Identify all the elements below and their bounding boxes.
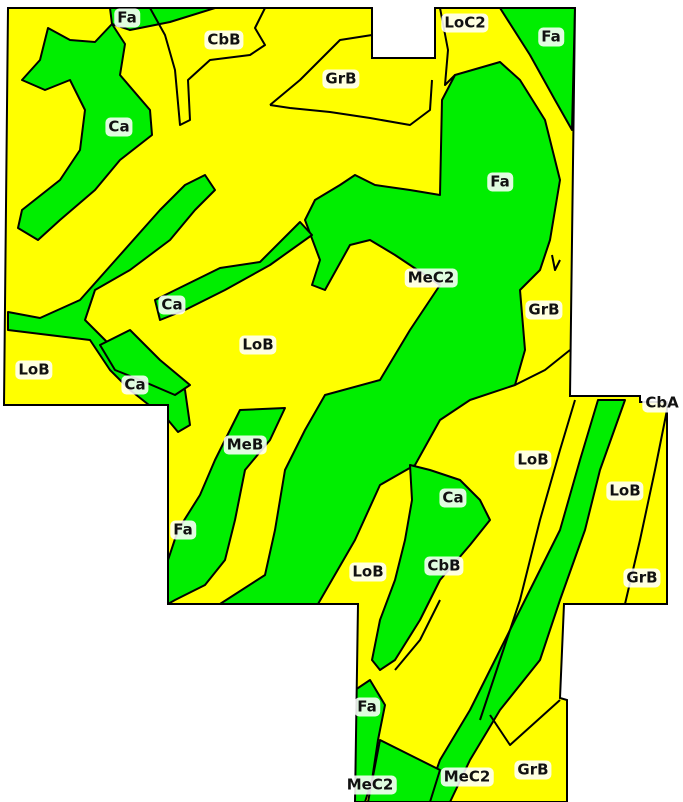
map-label-lob-far-right: LoB [606, 481, 644, 501]
map-label-ca-south: Ca [439, 488, 467, 508]
unit-ca-lower [99, 329, 191, 396]
map-label-lob-south: LoB [349, 562, 387, 582]
map-label-lob-left: LoB [15, 360, 53, 380]
map-label-mec2-bottom: MeC2 [440, 767, 494, 787]
map-label-cbb-top: CbB [204, 30, 244, 50]
map-label-ca-mid: Ca [158, 295, 186, 315]
boundary-grb-bottom [489, 699, 561, 746]
map-label-cbb-south: CbB [424, 556, 464, 576]
map-label-grb-top: GrB [322, 69, 360, 89]
unit-fa-center [219, 61, 561, 605]
map-label-ca-lower: Ca [121, 375, 149, 395]
map-label-cba: CbA [642, 393, 682, 413]
map-label-fa-topright: Fa [538, 27, 564, 47]
map-label-ca-left: Ca [105, 117, 133, 137]
boundary-lob-right [479, 399, 576, 721]
map-label-loc2: LoC2 [441, 13, 489, 33]
map-label-lob-center: LoB [239, 335, 277, 355]
map-label-lob-right: LoB [514, 450, 552, 470]
survey-area-outline [2, 7, 668, 802]
unit-ca-left [17, 23, 153, 241]
unit-mec2-bottom [424, 399, 626, 802]
boundary-grb-top [269, 34, 373, 106]
map-label-fa-center: Fa [487, 172, 513, 192]
map-label-grb-lowright: GrB [623, 568, 661, 588]
map-label-meb: MeB [223, 435, 267, 455]
map-label-mec2-center: MeC2 [404, 268, 458, 288]
map-label-grb-bottom: GrB [514, 760, 552, 780]
boundary-grb-right [514, 254, 571, 386]
unit-ca-strip [154, 221, 313, 321]
map-label-fa-bottom: Fa [354, 697, 380, 717]
boundary-cbb-top [149, 8, 266, 126]
map-label-fa-lowleft: Fa [170, 520, 196, 540]
map-label-fa-top: Fa [114, 8, 140, 28]
boundary-cbb-south [394, 599, 441, 671]
boundary-grb-top-b [269, 79, 433, 126]
map-label-mec2-bottom-left: MeC2 [343, 775, 397, 795]
map-label-grb-right: GrB [525, 300, 563, 320]
